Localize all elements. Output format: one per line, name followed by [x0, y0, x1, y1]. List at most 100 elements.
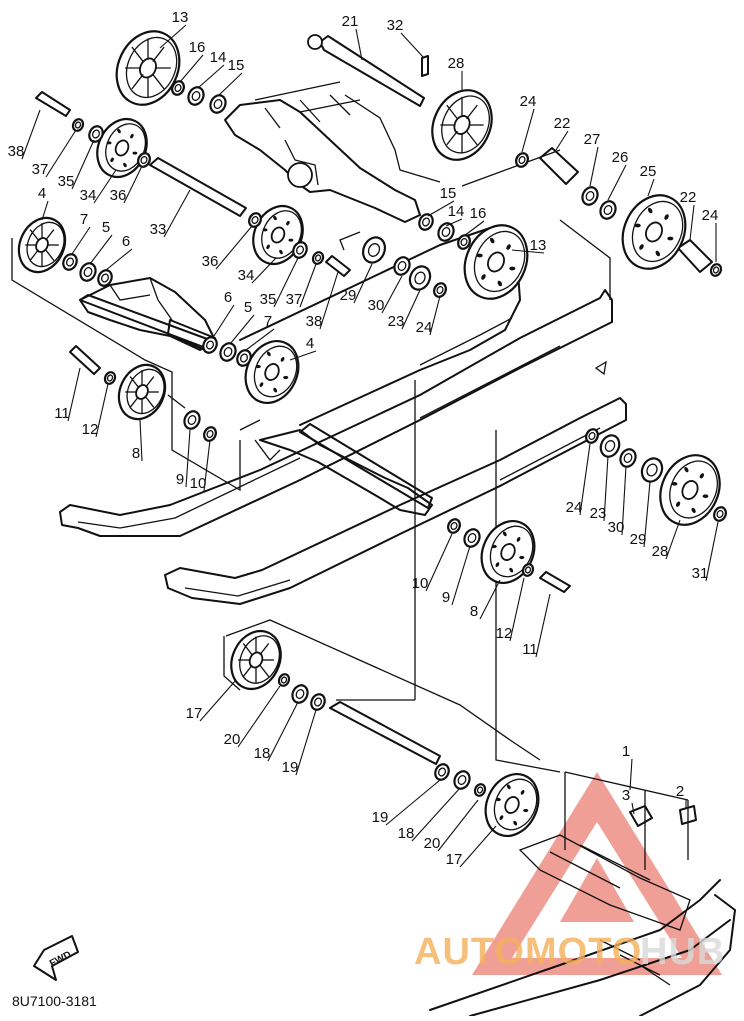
watermark-automoto: AUTOMOTO [414, 931, 642, 973]
callout-30: 30 [368, 297, 385, 314]
wheel-28-lower [659, 454, 721, 526]
phantom-box-front [11, 238, 241, 492]
wheel-17-lower [484, 773, 540, 837]
callout-25: 25 [640, 163, 657, 180]
leader-c20a [237, 685, 281, 748]
bearing-35a [88, 125, 104, 143]
callout-15: 15 [228, 57, 245, 74]
callout-10: 10 [190, 475, 207, 492]
callout-27: 27 [584, 131, 601, 148]
leader-c8b [479, 579, 501, 620]
ring-37b [311, 251, 325, 265]
callout-35: 35 [58, 173, 75, 190]
callout-16: 16 [189, 39, 206, 56]
callout-35: 35 [260, 291, 277, 308]
leader-c24a [521, 108, 535, 153]
leader-c38b [319, 271, 339, 330]
ring-20a [277, 673, 291, 687]
leader-c26 [607, 164, 627, 201]
callout-38: 38 [306, 313, 323, 330]
leader-c38a [21, 109, 41, 160]
leader-c16a [179, 54, 204, 83]
leader-c28b [665, 519, 681, 560]
leader-c4b [289, 350, 317, 361]
shaft-21 [319, 35, 425, 107]
leader-c15b [427, 200, 455, 217]
leader-c6a [105, 248, 133, 271]
callout-17: 17 [186, 705, 203, 722]
track [429, 771, 736, 1017]
leader-c3 [631, 802, 635, 815]
callout-28: 28 [448, 55, 465, 72]
callout-6: 6 [122, 233, 130, 250]
callout-37: 37 [286, 291, 303, 308]
leader-c7b [245, 328, 275, 351]
callout-29: 29 [340, 287, 357, 304]
leader-c12a [95, 383, 109, 438]
bearing-18a [291, 684, 309, 704]
leader-c6b [213, 304, 235, 337]
collar-16b [457, 234, 471, 250]
front-axle-housing [79, 277, 216, 351]
leader-c21 [355, 28, 363, 61]
leader-lines [21, 24, 719, 868]
watermark [472, 772, 722, 975]
wheel-25 [621, 194, 687, 270]
bearing-26 [599, 200, 617, 220]
leader-c17b [459, 825, 497, 868]
leader-c8a [139, 419, 143, 462]
leader-c19b [385, 779, 441, 826]
callout-5: 5 [244, 299, 252, 316]
leader-c24d [579, 443, 591, 516]
fwd-label: FWD [48, 949, 73, 969]
callout-5: 5 [102, 219, 110, 236]
callout-3: 3 [622, 787, 630, 804]
leader-c29a [353, 263, 373, 304]
slide-rails [11, 149, 627, 773]
leader-c22b [689, 204, 695, 241]
leader-c18a [267, 701, 299, 762]
callout-11: 11 [54, 405, 70, 422]
callout-33: 33 [150, 221, 167, 238]
left-slide-rail [59, 289, 613, 537]
leader-c14a [197, 64, 225, 89]
leader-c5a [89, 234, 113, 265]
leader-c10a [203, 439, 211, 492]
wheel-34-upper [96, 117, 148, 179]
callout-15: 15 [440, 185, 457, 202]
wheel-4-upper [17, 216, 67, 274]
bearing-18b [453, 770, 471, 790]
collar-22-lower [677, 239, 713, 273]
collar-19b [434, 763, 450, 781]
callout-36: 36 [110, 187, 127, 204]
leader-c19a [295, 709, 317, 776]
bearing-35b [292, 241, 308, 259]
leader-c17a [199, 679, 237, 722]
leader-c35b [273, 257, 299, 308]
bolt-11-lower [539, 571, 571, 593]
leader-c11b [535, 593, 551, 658]
leader-c30b [621, 465, 627, 536]
leader-c29b [643, 481, 651, 548]
leader-c23a [401, 289, 421, 330]
leader-c36a [123, 165, 143, 204]
leader-c30a [381, 275, 403, 314]
wheel-34-lower [252, 204, 304, 266]
callout-12: 12 [82, 421, 99, 438]
callout-23: 23 [590, 505, 607, 522]
callout-34: 34 [80, 187, 97, 204]
leader-c16b [463, 220, 485, 237]
callout-8: 8 [470, 603, 478, 620]
bearing-27 [581, 186, 599, 206]
leader-c18b [411, 787, 461, 842]
leader-c33 [163, 189, 191, 238]
bolt-38-lower [325, 255, 351, 277]
leader-c32 [400, 32, 425, 59]
callout-16: 16 [470, 205, 487, 222]
callout-24: 24 [566, 499, 583, 516]
leader-c15a [217, 72, 243, 97]
callout-18: 18 [398, 825, 415, 842]
leader-c11a [67, 367, 81, 422]
ring-12a [103, 371, 117, 385]
wheel-8-upper [117, 363, 167, 421]
